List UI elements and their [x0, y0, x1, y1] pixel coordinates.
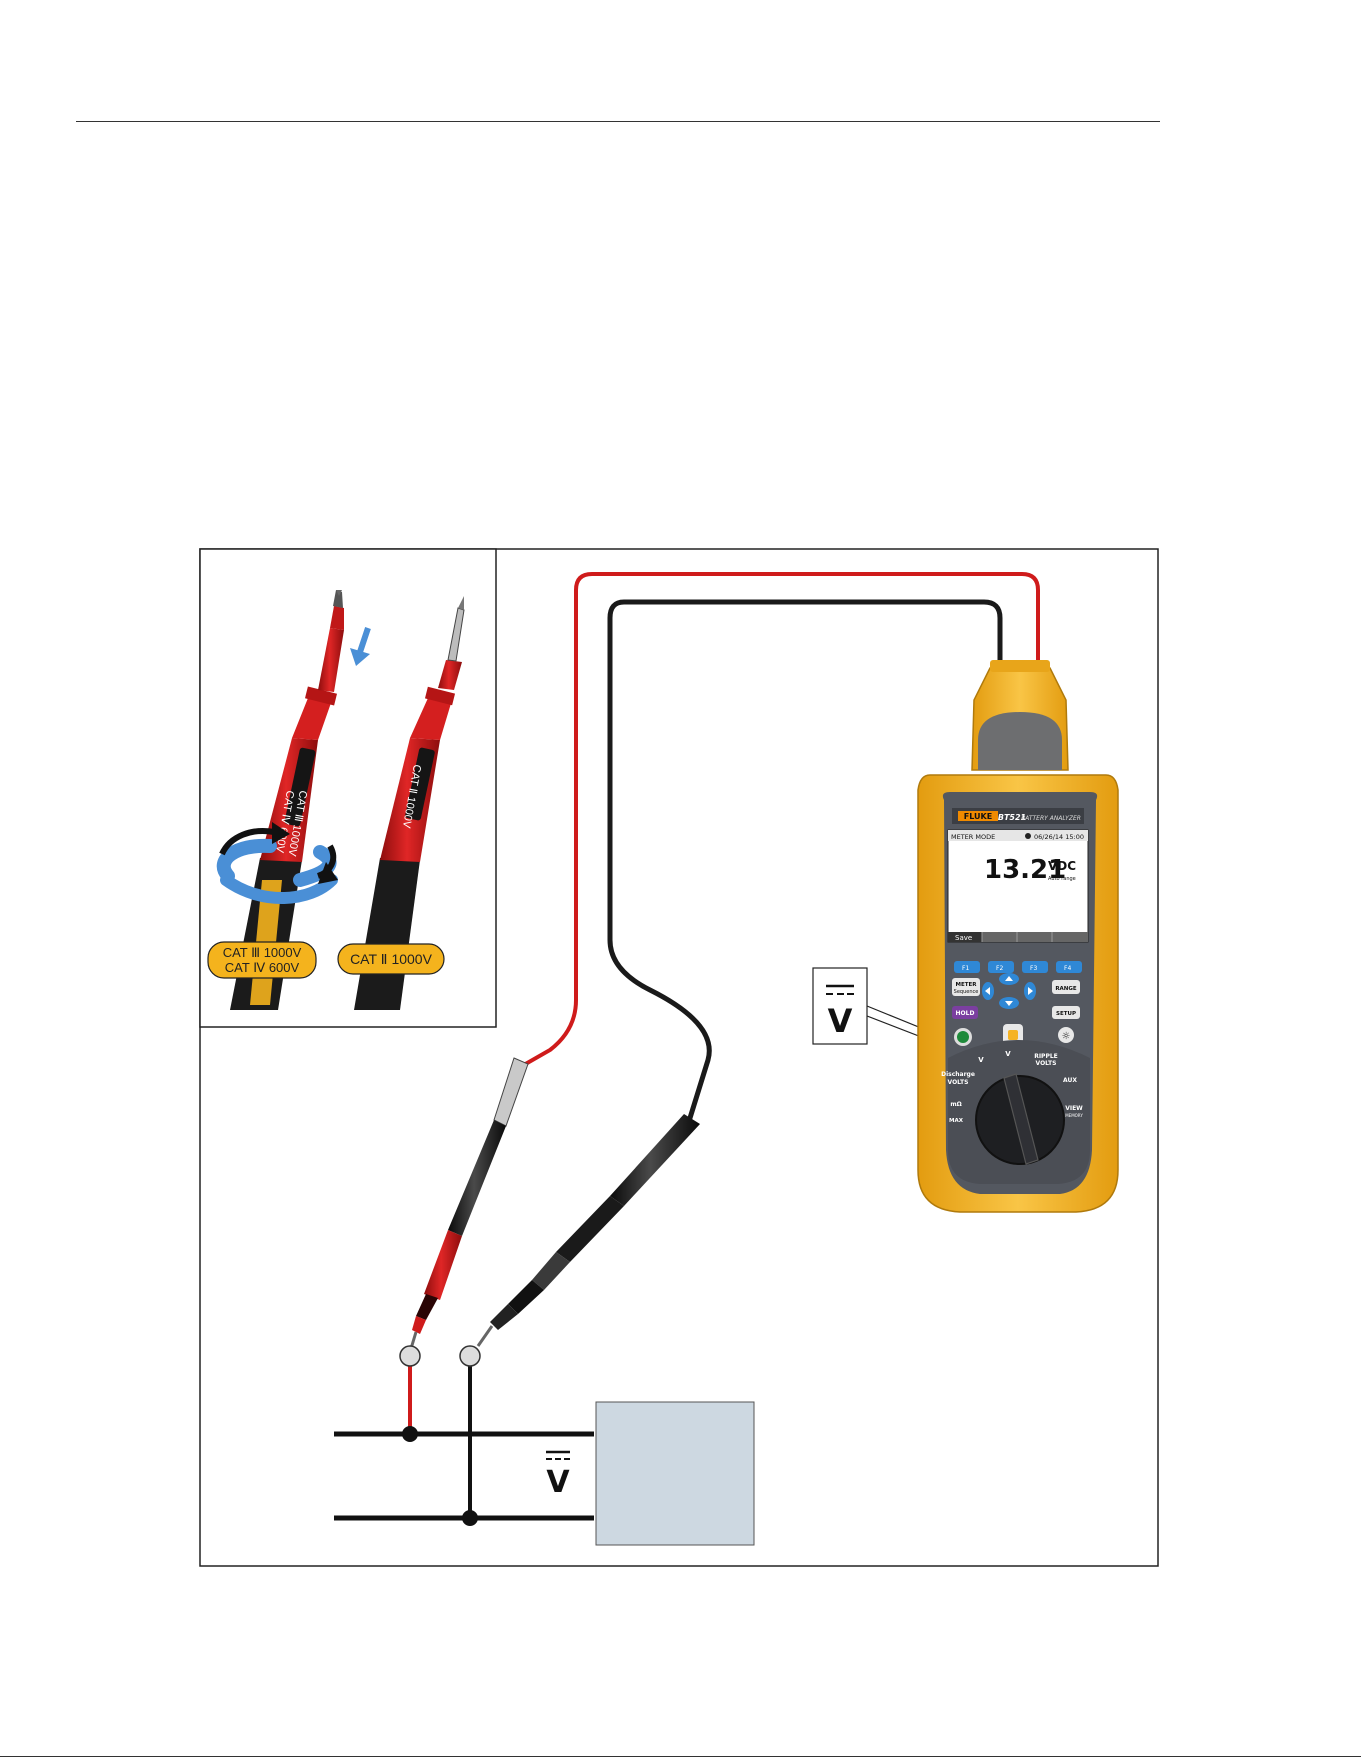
screen-range-note: Auto range [1048, 876, 1076, 882]
range-label: RANGE [1055, 986, 1077, 992]
dial-v-dc: V [978, 1056, 984, 1064]
cat-label-left-line2: CAT Ⅳ 600V [225, 960, 300, 975]
meter-sequence-line1: METER [956, 982, 978, 988]
circuit: V [334, 1346, 754, 1545]
dial-milliohm-line1: mΩ [950, 1101, 961, 1108]
screen-datetime: 06/26/14 15:00 [1034, 833, 1084, 841]
softkey-save-label: Save [955, 934, 972, 942]
power-icon [957, 1031, 969, 1043]
setup-label: SETUP [1056, 1011, 1076, 1017]
backlight-icon: ☼ [1062, 1031, 1071, 1042]
probe-contact-red [400, 1346, 420, 1366]
f1-label: F1 [962, 965, 969, 972]
footer-rule [0, 1756, 1361, 1757]
cat-label-right: CAT Ⅱ 1000V [350, 951, 433, 967]
screen-mode: METER MODE [951, 833, 995, 841]
dial-milliohm-line2: MAX [949, 1118, 964, 1124]
cat-rating-label-right: CAT Ⅱ 1000V [338, 944, 444, 974]
wireless-icon [1008, 1030, 1018, 1040]
black-test-probe [478, 1114, 700, 1346]
meter-sequence-line2: Sequence [954, 989, 979, 995]
rotary-dial-area: V V RIPPLE VOLTS Discharge VOLTS AUX mΩ … [941, 1040, 1090, 1184]
dial-aux: AUX [1063, 1077, 1077, 1084]
screen-unit: VDC [1048, 859, 1076, 873]
dial-v-ac: V [1005, 1050, 1011, 1058]
dial-view-line1: VIEW [1065, 1105, 1083, 1112]
battery-analyzer-meter: FLUKE BT521 BATTERY ANALYZER METER MODE … [918, 660, 1118, 1212]
hold-label: HOLD [956, 1010, 975, 1017]
battery-load-box [596, 1402, 754, 1545]
brand-logo: FLUKE [964, 812, 992, 821]
probe-contact-black [460, 1346, 480, 1366]
callout-v-label: V [828, 1002, 853, 1040]
circuit-v-label: V [546, 1465, 570, 1500]
dc-voltage-symbol: V [546, 1452, 570, 1500]
cat-rating-label-left: CAT Ⅲ 1000V CAT Ⅳ 600V [208, 942, 316, 978]
dial-view-line2: MEMORY [1065, 1113, 1083, 1118]
cat-label-left-line1: CAT Ⅲ 1000V [223, 945, 302, 960]
dial-ripple-line1: RIPPLE [1034, 1053, 1058, 1060]
dial-discharge-line2: VOLTS [948, 1079, 969, 1086]
dial-discharge-line1: Discharge [941, 1071, 975, 1078]
f3-label: F3 [1030, 965, 1037, 972]
f2-label: F2 [996, 965, 1003, 972]
meter-screen: METER MODE 06/26/14 15:00 13.21 VDC Auto… [948, 830, 1088, 942]
f4-label: F4 [1064, 965, 1071, 972]
power-status-icon [1025, 833, 1031, 839]
dial-ripple-line2: VOLTS [1036, 1060, 1057, 1067]
subtitle-label: BATTERY ANALYZER [1021, 815, 1081, 822]
